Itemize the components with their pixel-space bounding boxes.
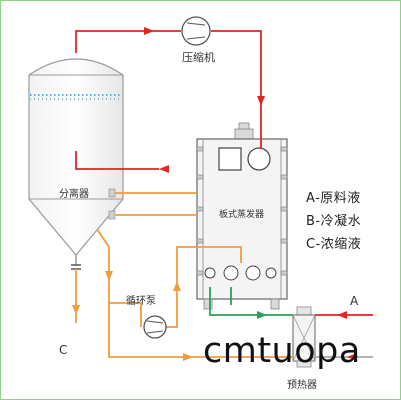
- preheater: [292, 306, 316, 368]
- separator-label: 分离器: [59, 187, 89, 200]
- flow-arrow: [183, 353, 193, 361]
- circulation-pump: [143, 315, 167, 339]
- flow-arrow: [257, 96, 265, 106]
- flow-arrow: [257, 311, 267, 319]
- flow-arrow: [173, 281, 181, 291]
- flow-arrow: [105, 271, 113, 281]
- compressor-label: 压缩机: [182, 50, 215, 64]
- flow-arrow: [347, 353, 357, 361]
- plate-evaporator: [196, 122, 288, 310]
- flow-arrow: [144, 27, 154, 35]
- concentrate-pipe: [75, 192, 293, 358]
- legend-item-b: B-冷凝水: [306, 214, 362, 229]
- preheater-label: 预热器: [287, 378, 317, 391]
- compressor: [181, 16, 211, 46]
- legend-item-a: A-原料液: [306, 191, 361, 206]
- flow-arrow: [72, 305, 80, 315]
- flow-arrow: [337, 311, 347, 319]
- stream-c-label: C: [59, 343, 67, 357]
- watermark-text: cmtuopa: [203, 331, 361, 371]
- stream-a-label: A: [350, 294, 359, 308]
- plate-evaporator-label: 板式蒸发器: [219, 208, 264, 220]
- legend-item-c: C-浓缩液: [306, 237, 362, 252]
- circulation-pump-label: 循环泵: [126, 294, 156, 307]
- flow-arrow: [159, 165, 169, 173]
